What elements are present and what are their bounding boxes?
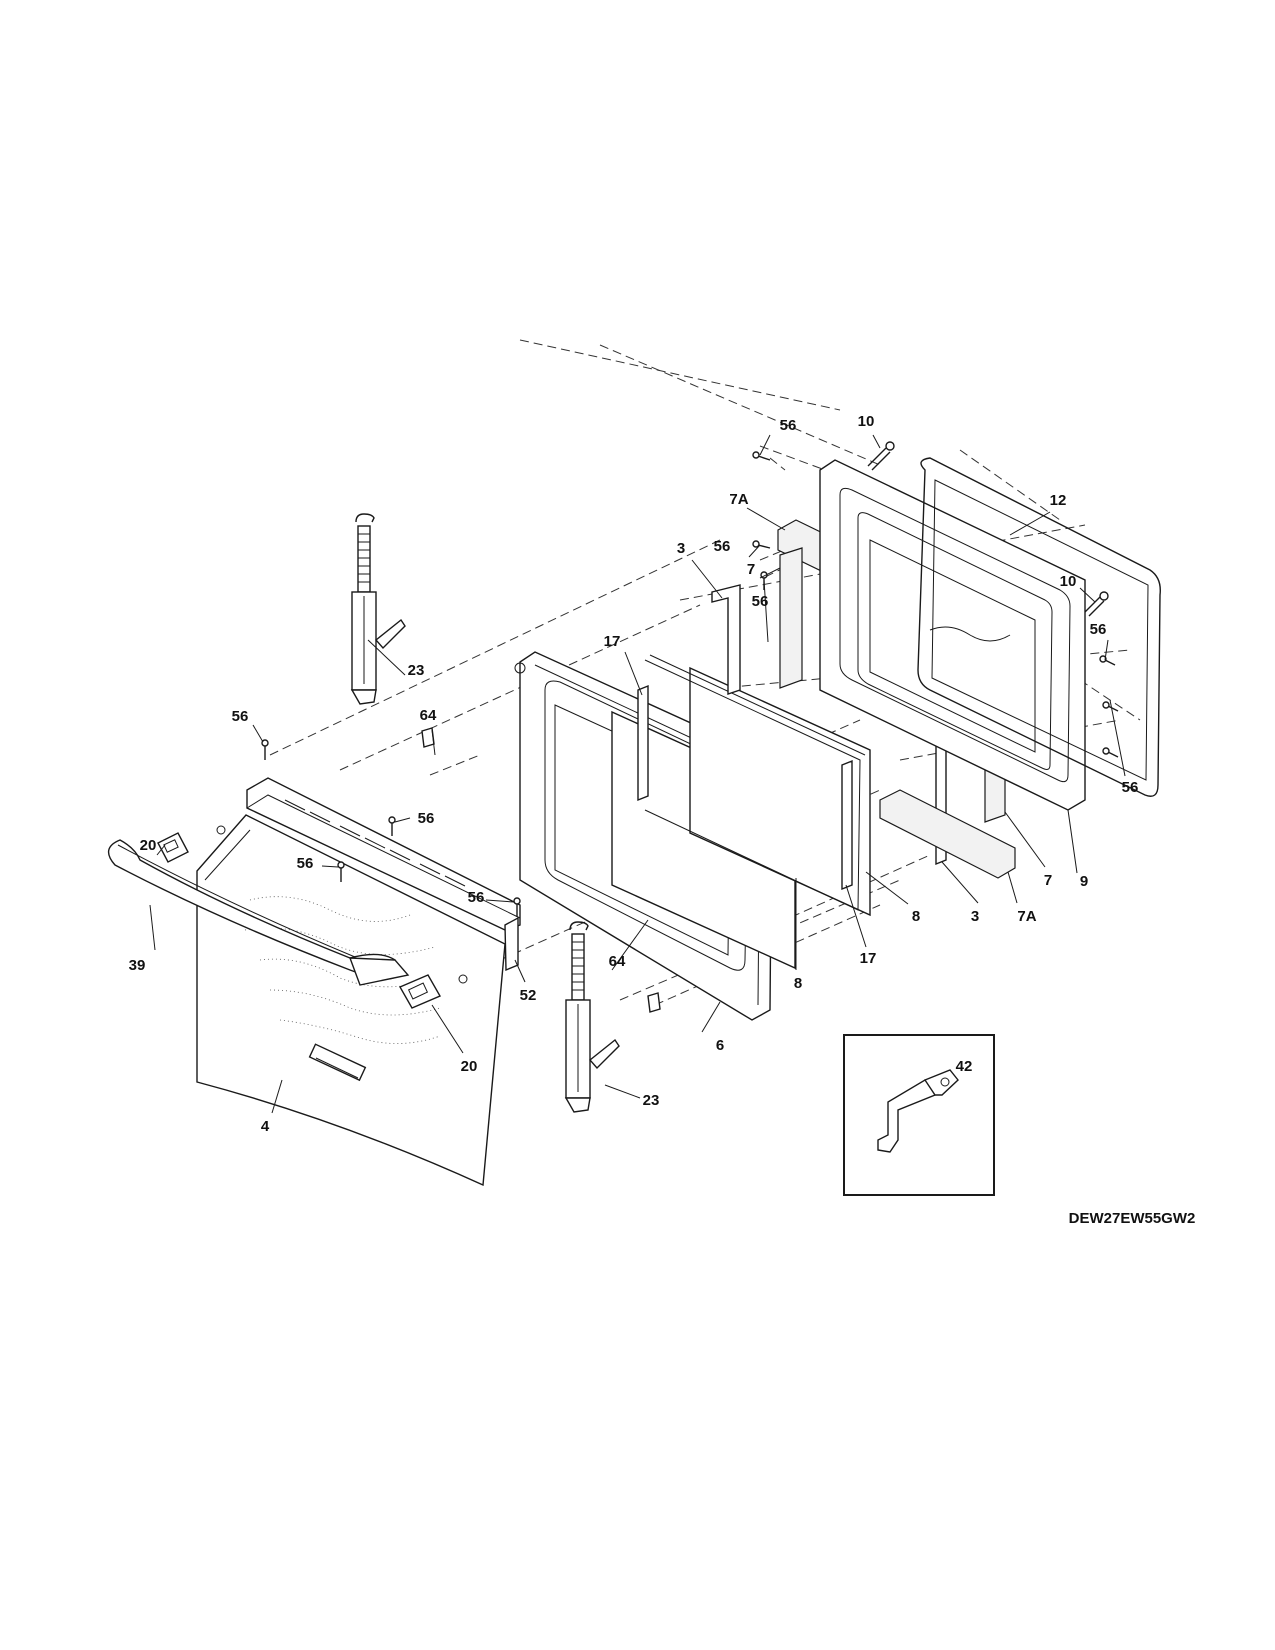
screw-icon	[337, 861, 345, 882]
screw-icon	[1099, 655, 1116, 666]
part-label: 7	[747, 561, 755, 578]
part-label: 23	[643, 1092, 660, 1109]
model-number-label: DEW27EW55GW2	[1069, 1210, 1196, 1227]
glass-frame	[644, 654, 866, 911]
mounting-bracket-icon	[877, 1069, 959, 1153]
inner-liner	[819, 459, 1086, 811]
screw-icon	[1102, 701, 1119, 712]
bracket-left	[711, 584, 741, 695]
handle-bracket-left	[157, 832, 189, 863]
insulation-bottom-7A	[879, 789, 1016, 879]
part-label: 3	[971, 908, 979, 925]
part-label: 17	[604, 633, 621, 650]
side-channel-left	[637, 684, 649, 802]
part-label: 56	[780, 417, 797, 434]
part-label: 6	[716, 1037, 724, 1054]
detail-inset-box	[843, 1034, 995, 1196]
side-channel-right	[841, 759, 853, 891]
door-handle	[107, 839, 410, 986]
part-label: 42	[956, 1058, 973, 1075]
part-label: 17	[860, 950, 877, 967]
handle-bracket-right	[399, 974, 441, 1009]
part-label: 56	[752, 593, 769, 610]
part-label: 8	[794, 975, 802, 992]
part-label: 56	[714, 538, 731, 555]
glass-panel-rear	[689, 666, 871, 917]
part-label: 10	[858, 413, 875, 430]
part-labels: 56 10 7A 12 56 3 7 10 56 56 17 23 56 64 …	[129, 413, 1139, 1135]
part-label: 9	[1080, 873, 1088, 890]
outer-door-panel	[196, 814, 506, 1187]
part-label: 56	[418, 810, 435, 827]
part-label: 56	[1122, 779, 1139, 796]
part-label: 56	[297, 855, 314, 872]
door-hinge-bottom	[564, 921, 620, 1113]
part-label: 56	[468, 889, 485, 906]
insulation-left-7	[779, 547, 803, 689]
screw-icon	[261, 739, 269, 760]
part-label: 20	[461, 1058, 478, 1075]
part-label: 20	[140, 837, 157, 854]
part-label: 56	[1090, 621, 1107, 638]
part-label: 56	[232, 708, 249, 725]
part-label: 7A	[729, 491, 748, 508]
part-label: 23	[408, 662, 425, 679]
leader-lines	[149, 434, 1126, 1114]
screw-icon	[513, 897, 521, 917]
part-label: 64	[420, 707, 437, 724]
part-label: 52	[520, 987, 537, 1004]
screw-icon	[388, 816, 396, 836]
part-label: 12	[1050, 492, 1067, 509]
part-label: 7A	[1017, 908, 1036, 925]
door-hinge-top	[350, 513, 406, 705]
door-top-trim	[246, 777, 521, 972]
part-label: 64	[609, 953, 626, 970]
screw-icon	[752, 540, 771, 549]
screw-icon	[752, 451, 771, 461]
part-label: 39	[129, 957, 146, 974]
part-label: 4	[261, 1118, 270, 1135]
screw-icon	[1102, 747, 1119, 758]
part-label: 10	[1060, 573, 1077, 590]
part-label: 8	[912, 908, 920, 925]
part-label: 7	[1044, 872, 1052, 889]
part-label: 3	[677, 540, 685, 557]
door-gasket	[917, 457, 1161, 797]
door-pins	[867, 441, 1109, 617]
